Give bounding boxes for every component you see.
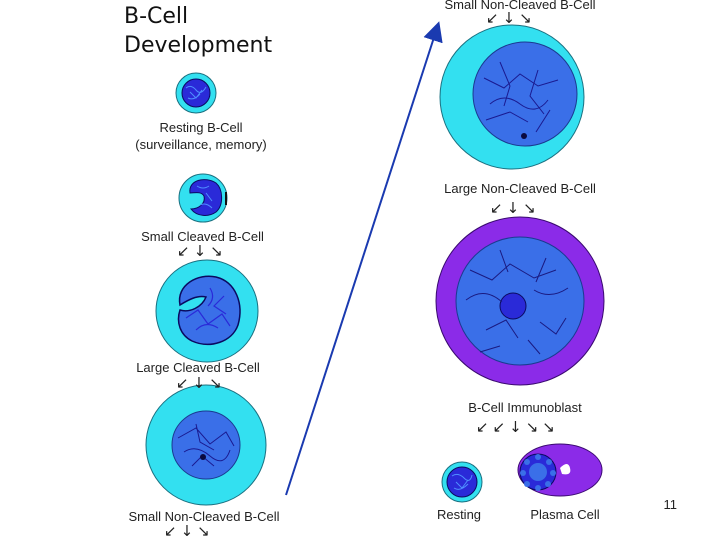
title-line-2: Development <box>124 33 273 58</box>
label-large-noncleaved: Large Non-Cleaved B-Cell <box>444 181 596 196</box>
plasma-cell <box>517 443 603 497</box>
progression-arrow <box>285 21 443 496</box>
arrows-small-cleaved: ↙↓↘ <box>177 242 227 260</box>
arrows-immunoblast: ↙↙↓↘↘ <box>476 418 559 436</box>
label-small-cleaved: Small Cleaved B-Cell <box>141 229 264 244</box>
small-noncleaved-bcell-left <box>145 384 267 506</box>
arrows-small-noncleaved-left: ↙↓↘ <box>164 522 214 540</box>
large-noncleaved-bcell <box>435 216 605 386</box>
resting-cell-small <box>441 461 483 503</box>
small-cleaved-bcell <box>178 173 228 223</box>
label-plasma-cell: Plasma Cell <box>530 507 600 522</box>
large-cleaved-bcell <box>155 259 259 363</box>
label-large-cleaved: Large Cleaved B-Cell <box>136 360 260 375</box>
label-resting: Resting <box>436 507 482 522</box>
label-resting-bcell: Resting B-Cell <box>159 120 243 135</box>
arrows-large-noncleaved: ↙↓↘ <box>490 199 540 217</box>
arrows-large-cleaved: ↙↓↘ <box>176 374 226 392</box>
label-small-noncleaved-top: Small Non-Cleaved B-Cell <box>444 0 596 12</box>
label-resting-bcell-sub: (surveillance, memory) <box>135 137 267 152</box>
label-small-noncleaved-left: Small Non-Cleaved B-Cell <box>128 509 280 524</box>
small-noncleaved-bcell-top <box>439 24 585 170</box>
label-immunoblast: B-Cell Immunoblast <box>468 400 582 415</box>
title-line-1: B-Cell <box>124 4 189 29</box>
page-number: 11 <box>663 497 678 512</box>
arrows-small-noncleaved-top: ↙↓↘ <box>486 9 536 27</box>
resting-bcell <box>175 72 217 114</box>
